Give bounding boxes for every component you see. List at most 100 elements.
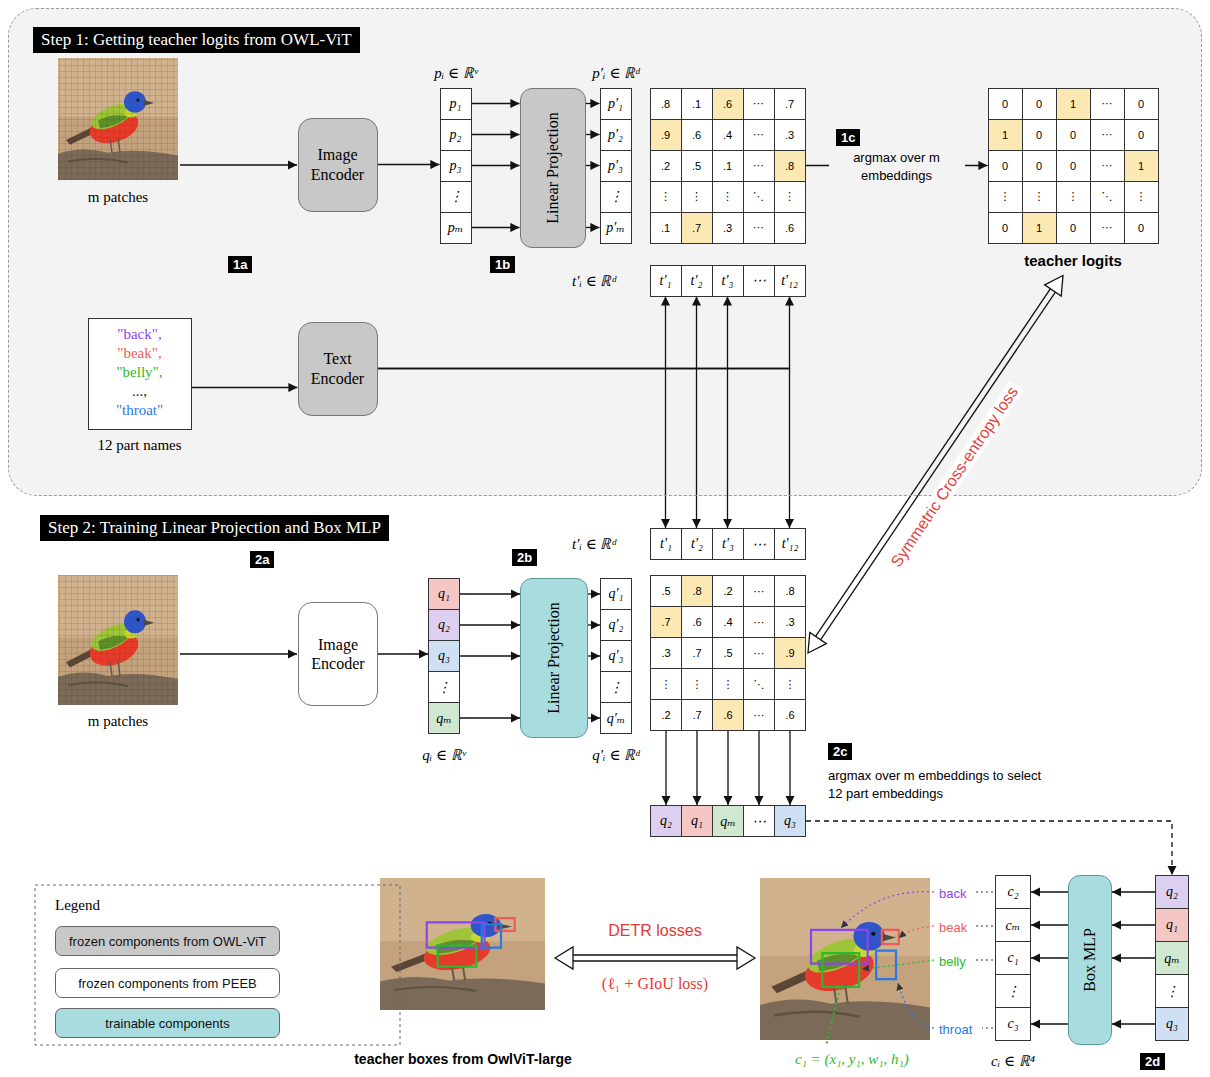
matrix-cell: .6 bbox=[681, 119, 713, 151]
text-label: p′ᵢ ∈ ℝᵈ bbox=[592, 65, 639, 81]
matrix-cell: 0 bbox=[1056, 119, 1091, 151]
connector-line bbox=[472, 165, 520, 166]
connector-line bbox=[588, 717, 600, 718]
connector-line bbox=[586, 134, 600, 135]
text-label: "throat" bbox=[116, 402, 163, 418]
embedding-row: q₂q₁qₘ⋯q₃ bbox=[650, 805, 806, 837]
matrix-cell: ⋯ bbox=[743, 150, 775, 182]
text-label: p′₂ bbox=[608, 127, 623, 143]
text-label: t′₁ bbox=[660, 273, 672, 289]
matrix-cell: .8 bbox=[774, 150, 806, 182]
connector-line bbox=[789, 731, 790, 805]
text-label: ⋮ bbox=[1000, 190, 1011, 203]
text-label: .7 bbox=[692, 709, 701, 721]
matrix-cell: q′₃ bbox=[600, 640, 632, 672]
connector-line bbox=[1031, 891, 1068, 892]
matrix-cell: q′₁ bbox=[600, 578, 632, 610]
connector bbox=[378, 654, 428, 655]
matrix-cell: .2 bbox=[650, 150, 682, 182]
text-label: ⋮ bbox=[609, 679, 623, 696]
label-box: beak bbox=[937, 918, 969, 936]
text-label: ⋱ bbox=[1102, 190, 1113, 203]
matrix-cell: 1 bbox=[1022, 212, 1057, 244]
text-label: 2d bbox=[1140, 1053, 1165, 1070]
text-label: q₁ bbox=[1166, 917, 1178, 933]
connector-line bbox=[727, 731, 728, 805]
label-box: t′ᵢ ∈ ℝᵈ bbox=[572, 533, 616, 553]
drawing-part bbox=[876, 951, 896, 980]
text-label: pᵢ ∈ ℝᵛ bbox=[434, 65, 478, 81]
matrix-cell: .7 bbox=[681, 637, 713, 669]
matrix-cell: 0 bbox=[988, 212, 1023, 244]
matrix-cell: 0 bbox=[1022, 119, 1057, 151]
matrix-cell: .1 bbox=[712, 150, 744, 182]
text-label: frozen components from OWL-ViT bbox=[69, 934, 266, 949]
matrix-cell: cₘ bbox=[995, 908, 1031, 942]
connector-line bbox=[1031, 924, 1068, 925]
drawing-part bbox=[976, 891, 993, 892]
label-box: 1c bbox=[836, 128, 860, 146]
part-line: "beak", bbox=[93, 344, 187, 363]
connector-line bbox=[472, 227, 520, 228]
connector-line bbox=[1031, 1023, 1068, 1024]
matrix-cell: .7 bbox=[681, 699, 713, 731]
matrix-cell: .9 bbox=[650, 119, 682, 151]
matrix-cell: 0 bbox=[988, 150, 1023, 182]
text-label: q₁ bbox=[691, 813, 703, 829]
matrix-cell: ⋮ bbox=[600, 671, 632, 703]
text-label: .2 bbox=[661, 160, 670, 172]
text-label: p₃ bbox=[450, 158, 462, 174]
matrix-cell: q₁ bbox=[1155, 908, 1189, 942]
text-label: t′₁₂ bbox=[781, 273, 798, 289]
text-label: pₘ bbox=[448, 219, 464, 236]
matrix-cell: p₃ bbox=[440, 150, 472, 182]
matrix-cell: .7 bbox=[650, 606, 682, 638]
matrix-cell: .6 bbox=[774, 699, 806, 731]
connector-line bbox=[378, 164, 440, 165]
drawing-part bbox=[841, 892, 934, 928]
text-label: ⋯ bbox=[754, 616, 765, 629]
text-label: q₂ bbox=[1166, 884, 1178, 900]
matrix-cell: 0 bbox=[1022, 150, 1057, 182]
legend-text-box: frozen components from PEEB bbox=[55, 968, 280, 998]
matrix-cell: qₘ bbox=[428, 702, 460, 734]
text-label: 0 bbox=[1002, 160, 1008, 172]
matrix-cell: .5 bbox=[681, 150, 713, 182]
drawing-part bbox=[737, 947, 755, 969]
text-label: .9 bbox=[661, 129, 670, 141]
encoder-box: Image Encoder bbox=[298, 602, 378, 706]
text-label: 1c bbox=[836, 129, 860, 146]
part-names-box: "back","beak","belly",...,"throat"12 par… bbox=[88, 318, 192, 458]
text-label: 0 bbox=[1138, 98, 1144, 110]
matrix-cell: ⋮ bbox=[600, 181, 632, 213]
text-label: Box MLP bbox=[1081, 928, 1099, 992]
connector-line bbox=[727, 297, 728, 529]
matrix-cell: ⋯ bbox=[1090, 119, 1125, 151]
matrix-cell: ⋮ bbox=[712, 668, 744, 700]
text-label: 2a bbox=[250, 551, 274, 568]
text-label: .6 bbox=[723, 98, 732, 110]
text-label: ⋯ bbox=[1102, 221, 1113, 234]
text-label: .7 bbox=[661, 616, 670, 628]
label-box: Legend bbox=[55, 896, 100, 914]
text-label: qᵢ ∈ ℝᵛ bbox=[422, 747, 466, 763]
text-label: c₁ bbox=[1007, 950, 1018, 966]
text-label: ⋮ bbox=[609, 188, 623, 205]
matrix-cell: pₘ bbox=[440, 212, 472, 244]
text-label: Step 2: Training Linear Projection and B… bbox=[48, 518, 381, 537]
matrix-cell: .6 bbox=[712, 88, 744, 120]
text-label: throat bbox=[937, 1022, 974, 1037]
matrix-cell: ⋯ bbox=[743, 119, 775, 151]
text-label: q′ᵢ ∈ ℝᵈ bbox=[592, 747, 639, 763]
text-label: 0 bbox=[1070, 222, 1076, 234]
matrix-cell: ⋱ bbox=[743, 181, 775, 213]
text-label: cᵢ ∈ ℝ⁴ bbox=[991, 1053, 1035, 1069]
matrix-cell: c₂ bbox=[995, 875, 1031, 909]
step-heading: Step 2: Training Linear Projection and B… bbox=[40, 515, 389, 541]
text-label: .4 bbox=[723, 616, 732, 628]
text-label: DETR losses bbox=[608, 922, 701, 939]
drawing-part bbox=[822, 953, 859, 987]
matrix-cell: q₁ bbox=[681, 805, 713, 837]
matrix-cell: ⋮ bbox=[681, 668, 713, 700]
text-label: p₁ bbox=[450, 96, 462, 112]
